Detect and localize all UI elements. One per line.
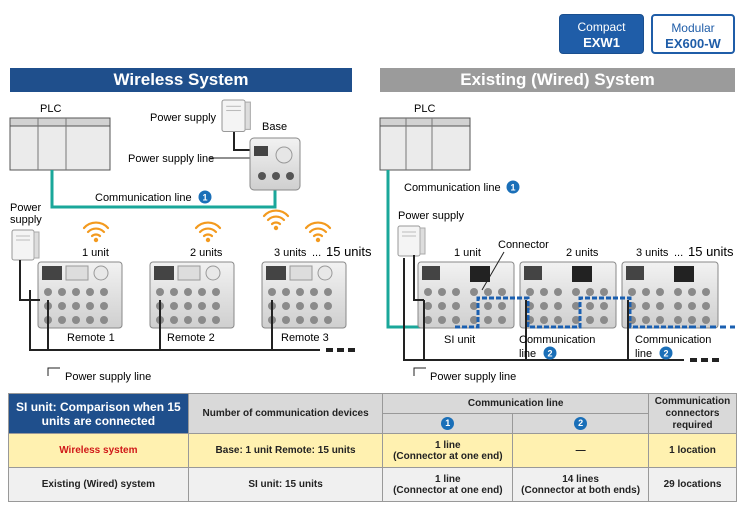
wired-comm-line-b-label: Communication — [635, 334, 711, 346]
wireless-power-supply-line — [19, 260, 320, 351]
row-line1-note: (Connector at one end) — [393, 484, 503, 496]
wired-power-supply — [397, 225, 426, 257]
wired-plc — [379, 117, 471, 171]
row-line2: — — [512, 433, 649, 468]
comparison-table: SI unit: Comparison when 15 units are co… — [8, 393, 738, 502]
wired-unit-communication-line — [455, 296, 690, 329]
table-row-wireless: Wireless system Base: 1 unit Remote: 15 … — [8, 433, 738, 468]
marker-one-icon — [198, 190, 212, 204]
wireless-unit1-label: 1 unit — [82, 247, 109, 259]
wireless-system-header: Wireless System — [10, 68, 352, 92]
wired-comm-line-a2-label: line — [519, 348, 536, 360]
remote-1-wifi-icon — [82, 221, 110, 244]
wired-unit15-label: 15 units — [688, 244, 734, 259]
remote-3-wifi-icon — [304, 221, 332, 244]
row-line1: 1 line(Connector at one end) — [382, 467, 514, 502]
col-devices-header: Number of communication devices — [187, 393, 384, 434]
wired-system-header: Existing (Wired) System — [380, 68, 735, 92]
power-supply-left-label-1: Power — [10, 202, 42, 214]
table-corner-title: SI unit: Comparison when 15 units are co… — [8, 393, 189, 434]
row-line1-note: (Connector at one end) — [393, 450, 503, 462]
modular-badge-line2: EX600-W — [665, 36, 721, 51]
wired-marker-one-icon — [506, 180, 520, 194]
wired-power-supply-line-label: Power supply line — [430, 371, 516, 383]
wireless-continuation-dashes — [326, 348, 355, 352]
row-connectors: 1 location — [647, 433, 738, 468]
compact-badge: Compact EXW1 — [559, 14, 644, 54]
row-line2-count: — — [575, 445, 586, 456]
wired-marker-two-b-icon — [659, 346, 673, 360]
col-comm-line-2-header: 2 — [512, 413, 649, 434]
remote-3-label: Remote 3 — [281, 332, 329, 344]
si-unit-3 — [621, 261, 719, 329]
wireless-plc-label: PLC — [40, 103, 61, 115]
wired-power-supply-lines — [403, 255, 629, 361]
wired-continuation-dashes — [690, 358, 719, 362]
wired-comm-line-a-label: Communication — [519, 334, 595, 346]
modular-badge: Modular EX600-W — [651, 14, 735, 54]
remote-2-label: Remote 2 — [167, 332, 215, 344]
row-line1-count: 1 line — [435, 473, 461, 485]
marker-one-badge: 1 — [441, 417, 455, 430]
si-unit-1 — [417, 261, 515, 329]
row-label: Wireless system — [8, 433, 189, 468]
base-power-supply — [221, 99, 251, 133]
remote-1-label: Remote 1 — [67, 332, 115, 344]
si-unit-2 — [519, 261, 617, 329]
wireless-unit15-label: 15 units — [326, 244, 372, 259]
wireless-base — [249, 137, 301, 191]
row-connectors: 29 locations — [647, 467, 738, 502]
marker-one-text: 1 — [202, 193, 207, 203]
row-devices: SI unit: 15 units — [187, 467, 384, 502]
row-line2: 14 lines(Connector at both ends) — [512, 467, 649, 502]
wireless-unit3-label: 3 units — [274, 247, 307, 259]
wired-ellipsis: ... — [674, 247, 683, 259]
power-supply-line-top-label: Power supply line — [128, 153, 214, 165]
wireless-communication-line-label: Communication line — [95, 192, 192, 204]
base-label: Base — [262, 121, 287, 133]
wired-marker-two-a-icon — [543, 346, 557, 360]
row-line2-count: 14 lines — [562, 473, 599, 485]
wired-plc-label: PLC — [414, 103, 435, 115]
table-row-wired: Existing (Wired) system SI unit: 15 unit… — [8, 467, 738, 502]
col-comm-line-header: Communication line — [382, 393, 649, 414]
row-line1: 1 line(Connector at one end) — [382, 433, 514, 468]
left-power-supply — [11, 229, 40, 261]
col-comm-line-1-header: 1 — [382, 413, 514, 434]
remote-1 — [37, 261, 123, 329]
wireless-communication-line — [50, 170, 277, 209]
wireless-plc — [9, 117, 111, 171]
wired-comm-line-b2-label: line — [635, 348, 652, 360]
wireless-power-supply-line-label: Power supply line — [65, 371, 151, 383]
row-line1-count: 1 line — [435, 439, 461, 451]
remote-2 — [149, 261, 235, 329]
remote-2-wifi-icon — [194, 221, 222, 244]
wired-communication-line-label: Communication line — [404, 182, 501, 194]
power-supply-left-label-2: supply — [10, 214, 42, 226]
wired-marker-two-a-text: 2 — [547, 349, 552, 359]
wireless-unit2-label: 2 units — [190, 247, 223, 259]
wired-marker-two-b-text: 2 — [663, 349, 668, 359]
modular-badge-line1: Modular — [671, 21, 715, 35]
compact-badge-line1: Compact — [577, 20, 626, 34]
connector-label: Connector — [498, 239, 549, 251]
power-supply-top-label: Power supply — [150, 112, 217, 124]
wireless-ellipsis: ... — [312, 247, 321, 259]
row-label: Existing (Wired) system — [8, 467, 189, 502]
wired-unit1-label: 1 unit — [454, 247, 481, 259]
wired-power-supply-label: Power supply — [398, 210, 465, 222]
wired-unit3-label: 3 units — [636, 247, 669, 259]
compact-badge-line2: EXW1 — [583, 35, 620, 50]
col-connectors-header: Communication connectors required — [647, 393, 738, 434]
wired-marker-one-text: 1 — [510, 183, 515, 193]
row-line2-note: (Connector at both ends) — [521, 484, 641, 496]
row-devices: Base: 1 unit Remote: 15 units — [187, 433, 384, 468]
base-wifi-icon — [262, 209, 290, 232]
wired-unit2-label: 2 units — [566, 247, 599, 259]
si-unit-label: SI unit — [444, 334, 475, 346]
marker-two-badge: 2 — [574, 417, 588, 430]
remote-3 — [261, 261, 347, 329]
